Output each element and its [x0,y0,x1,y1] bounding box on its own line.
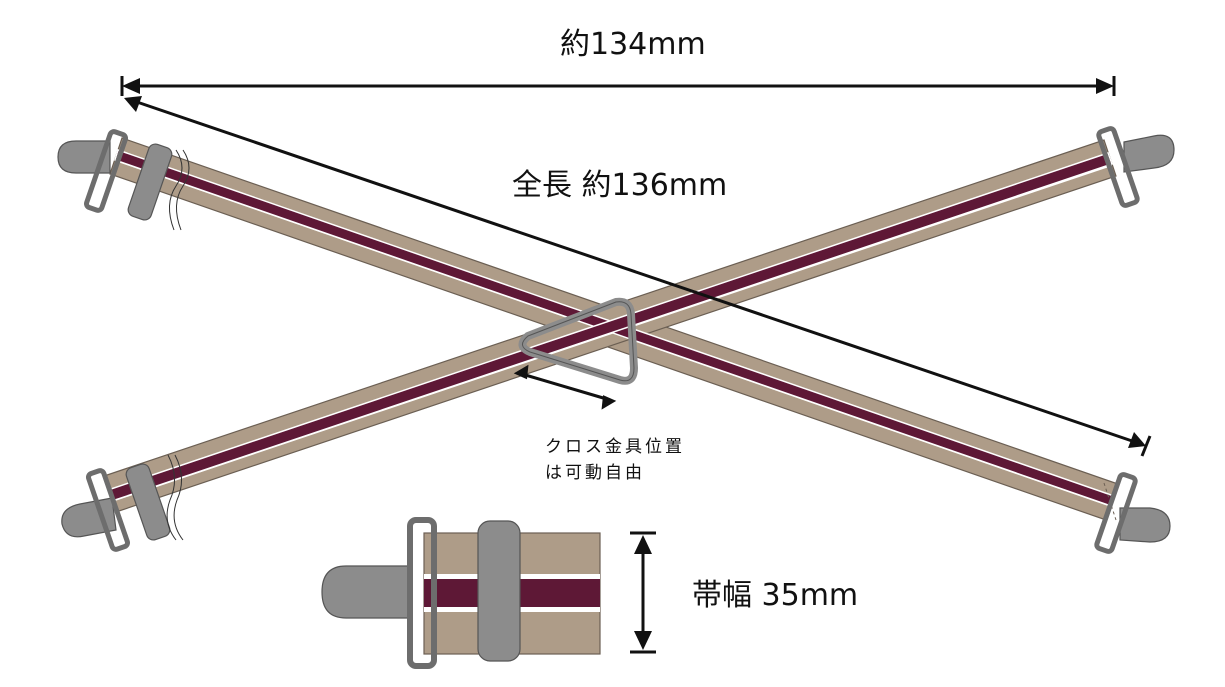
slide-adjuster-icon [125,143,190,541]
detail-clip-frame [407,517,437,669]
band-detail [321,517,601,669]
detail-adjuster-icon [477,520,521,662]
movable-double-arrow [513,364,617,410]
total-length-label: 全長 約136mm [512,168,727,203]
cross-note-line2: は可動自由 [545,463,645,483]
width-label: 約134mm [560,27,706,62]
triangle-ring-icon [518,297,638,385]
suspender-clip-icon [57,126,1175,554]
detail-clip-icon [321,565,413,619]
band-width-label: 帯幅 35mm [692,578,858,613]
band-width-arrow [630,531,656,654]
cross-note-line1: クロス金具位置 [545,437,685,457]
total-length-arrow [124,96,1152,457]
width-dimension-arrow [120,76,1116,96]
